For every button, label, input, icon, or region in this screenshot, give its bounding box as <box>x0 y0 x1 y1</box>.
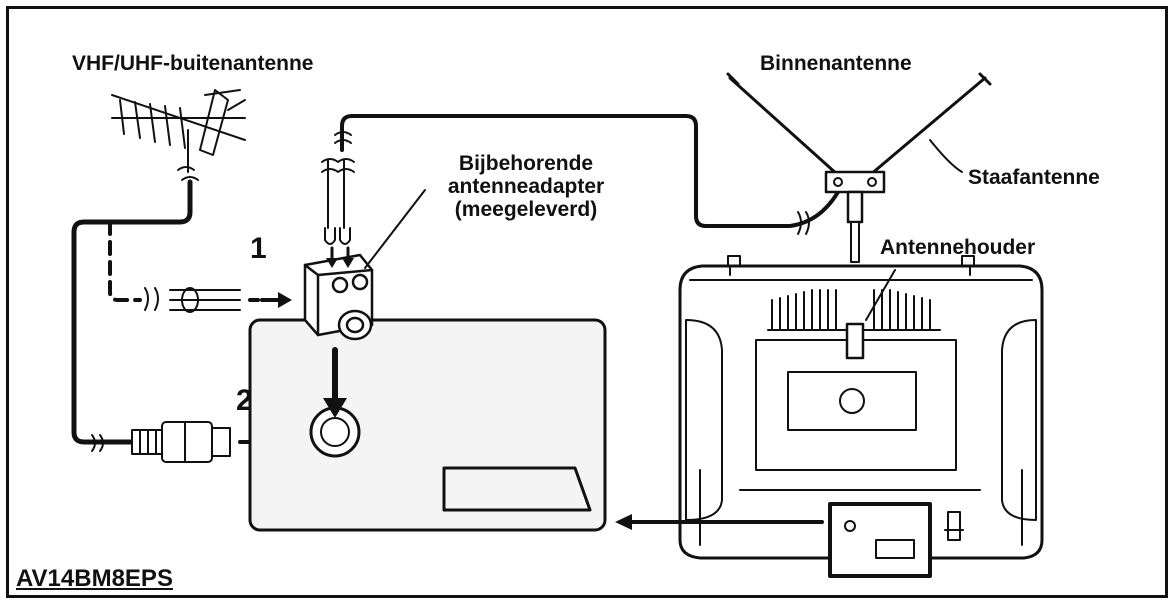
model-number: AV14BM8EPS <box>16 565 173 592</box>
antenna-holder-label: Antennehouder <box>880 236 1036 259</box>
indoor-antenna-label: Binnenantenne <box>760 52 912 75</box>
diagram-frame <box>6 6 1168 598</box>
fork-terminal-icon <box>321 158 355 245</box>
antenna-holder-icon <box>845 322 865 360</box>
twin-lead-dashed-cable <box>108 220 142 302</box>
rod-antenna-label: Staafantenne <box>968 166 1100 189</box>
step-2-number: 2 <box>236 384 253 417</box>
step-1-number: 1 <box>250 232 267 265</box>
adapter-label-line3: (meegeleverd) <box>454 198 598 222</box>
adapter-label-line1: Bijbehorende <box>458 152 594 175</box>
indoor-antenna-icon <box>726 72 992 263</box>
tv-rear-panel <box>248 318 607 532</box>
outdoor-antenna-label: VHF/UHF-buitenantenne <box>72 52 314 75</box>
tv-rear-housing <box>678 255 1044 560</box>
adapter-label: Bijbehorende antenneadapter (meegeleverd… <box>416 152 636 221</box>
coax-plug-icon <box>131 421 231 463</box>
outdoor-antenna-icon <box>111 89 246 181</box>
antenna-adapter-icon <box>303 253 374 341</box>
outdoor-coax-cable <box>71 179 193 445</box>
twin-lead-ribbon <box>169 289 241 311</box>
adapter-label-line2: antenneadapter <box>447 175 605 199</box>
